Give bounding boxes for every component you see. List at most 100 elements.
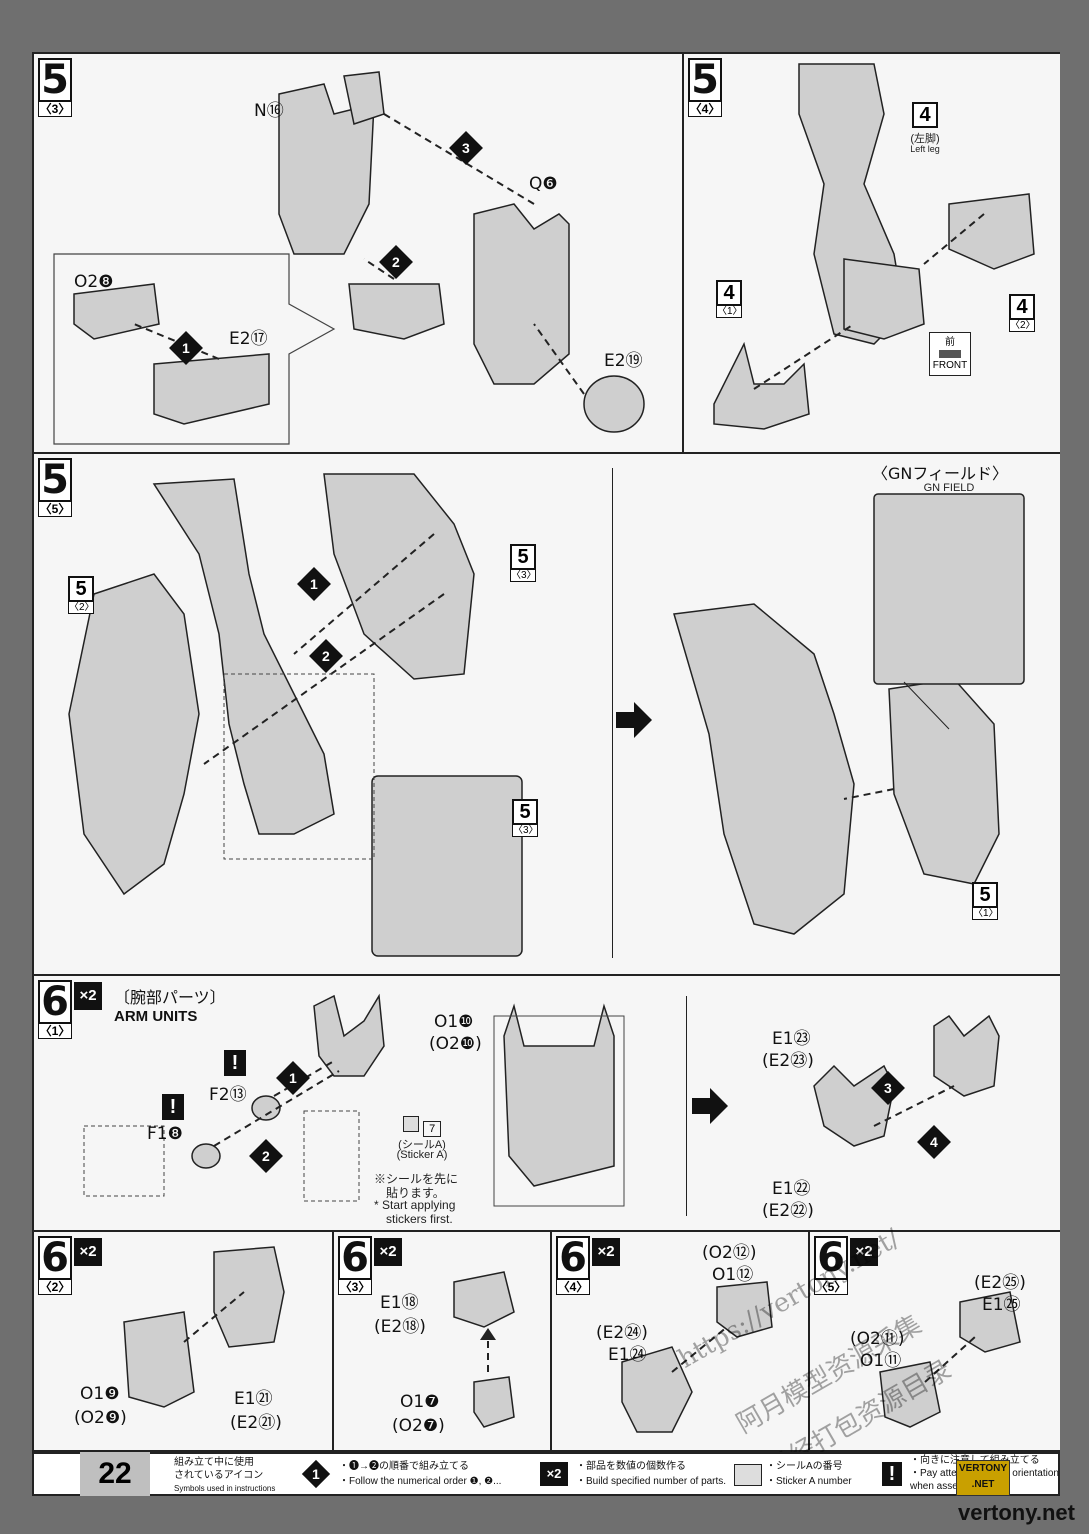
legend-x2-jp: ・部品を数値の個数作る <box>576 1461 686 1472</box>
part-illustration <box>879 1291 1021 1428</box>
part-label-o1-11: O1⑪ <box>860 1351 902 1371</box>
badge-5-2: 5〈2〉 <box>68 576 95 614</box>
x2-icon: ×2 <box>74 982 102 1010</box>
sticker-a-en: (Sticker A) <box>396 1149 448 1161</box>
part-illustration <box>123 1246 285 1408</box>
part-label-e1-23: E1㉓ <box>772 1029 811 1049</box>
step-5-3-panel: 5〈3〉 N⑯ Q❻ O2❽ E2⑰ E2⑲ 3 2 <box>34 54 684 454</box>
next-arrow-icon <box>692 1088 728 1124</box>
sticker-note-en-2: stickers first. <box>386 1212 453 1226</box>
divider <box>686 996 687 1216</box>
legend-x2-en: ・Build specified number of parts. <box>576 1476 727 1487</box>
step-badge: 6〈4〉 <box>556 1235 590 1295</box>
page-number: 22 <box>80 1452 150 1496</box>
sticker-note-jp-1: ※シールを先に <box>374 1172 459 1186</box>
badge-4-1: 4〈1〉 <box>716 280 743 318</box>
part-label-o2-8: O2❽ <box>74 272 114 292</box>
part-label-o2-12: (O2⑫) <box>702 1243 757 1263</box>
part-label-o1-9: O1❾ <box>80 1384 120 1404</box>
part-label-q6: Q❻ <box>529 174 558 194</box>
step-6-1-panel: 6〈1〉 ×2 〔腕部パーツ〕 ARM UNITS O1❿ (O2❿) <box>34 976 1060 1232</box>
sticker-note-en-1: * Start applying <box>374 1198 456 1212</box>
part-illustration <box>621 1281 773 1433</box>
arm-unit-illustration <box>83 993 1000 1207</box>
front-indicator-icon: 前 FRONT <box>929 332 971 376</box>
badge-4-2: 4〈2〉 <box>1009 294 1036 332</box>
part-label-f2-13: F2⑬ <box>209 1085 247 1105</box>
sticker-note-jp-2: 貼ります。 <box>386 1186 445 1200</box>
step-badge: 6〈2〉 <box>38 1235 72 1295</box>
badge-5-1: 5〈1〉 <box>972 882 999 920</box>
legend-order-jp: ・❶→❷の順番で組み立てる <box>339 1461 469 1472</box>
badge-5-3-a: 5〈3〉 <box>510 544 537 582</box>
vertony-logo: VERTONY.NET <box>956 1460 1010 1496</box>
step-badge: 6〈5〉 <box>814 1235 848 1295</box>
part-label-o2-10: (O2❿) <box>429 1034 482 1054</box>
part-label-e1-18: E1⑱ <box>380 1293 419 1313</box>
part-label-e2-19: E2⑲ <box>604 351 643 371</box>
step-5-4-panel: 5〈4〉 4 (左脚) Left leg 4〈1〉 4〈2〉 前 FRONT <box>684 54 1060 454</box>
x2-icon: ×2 <box>592 1238 620 1266</box>
part-label-o2-7: (O2❼) <box>392 1416 445 1436</box>
x2-icon: ×2 <box>374 1238 402 1266</box>
step-badge: 6〈3〉 <box>338 1235 372 1295</box>
x2-icon: ×2 <box>850 1238 878 1266</box>
assembly-illustration <box>53 71 645 445</box>
part-label-o1-7: O1❼ <box>400 1392 440 1412</box>
part-label-e2-24: (E2㉔) <box>596 1323 648 1343</box>
sticker-a-jp: (シールA) <box>398 1139 446 1151</box>
part-label-e2-25: (E2㉕) <box>974 1273 1026 1293</box>
next-arrow-icon <box>616 702 652 738</box>
legend-warn-en-2: when assembling. <box>910 1481 991 1492</box>
part-label-e2-21: (E2㉑) <box>230 1413 282 1433</box>
left-leg-jp: (左脚) <box>910 133 940 145</box>
legend-title-jp-1: 組み立て中に使用 <box>174 1457 254 1468</box>
part-label-e1-24: E1㉔ <box>608 1345 647 1365</box>
step-6-5-panel: 6〈5〉 ×2 (E2㉕) E1㉕ (O2⑪) O1⑪ <box>810 1232 1060 1450</box>
orientation-warning-icon: ! <box>162 1094 184 1120</box>
step-badge: 5〈4〉 <box>688 57 722 117</box>
part-label-e2-17: E2⑰ <box>229 329 268 349</box>
instruction-page: 5〈3〉 N⑯ Q❻ O2❽ E2⑰ E2⑲ 3 2 <box>32 52 1060 1485</box>
step-6-2-panel: 6〈2〉 ×2 O1❾ (O2❾) E1㉑ (E2㉑) <box>34 1232 334 1450</box>
part-label-e1-25: E1㉕ <box>982 1295 1021 1315</box>
step-badge: 6〈1〉 <box>38 979 72 1039</box>
part-label-o2-9: (O2❾) <box>74 1408 127 1428</box>
part-label-f1-8: F1❽ <box>147 1124 183 1144</box>
arm-units-title-en: ARM UNITS <box>114 1008 198 1025</box>
arm-units-title-jp: 〔腕部パーツ〕 <box>114 988 226 1007</box>
orientation-warning-icon: ! <box>882 1462 902 1486</box>
part-label-e1-22: E1㉒ <box>772 1179 811 1199</box>
step-badge: 5〈3〉 <box>38 57 72 117</box>
part-label-o1-12: O1⑫ <box>712 1265 754 1285</box>
legend-order-en: ・Follow the numerical order ❶, ❷... <box>339 1476 502 1487</box>
part-label-n16: N⑯ <box>254 101 284 121</box>
leg-illustration <box>713 63 1035 430</box>
part-label-o1-10: O1❿ <box>434 1012 474 1032</box>
legend-sticker-jp: ・シールAの番号 <box>766 1461 843 1472</box>
part-label-o2-11: (O2⑪) <box>850 1329 905 1349</box>
leg-shield-illustration <box>68 473 1025 957</box>
site-watermark: vertony.net <box>958 1500 1075 1525</box>
left-leg-badge: 4 <box>912 102 938 128</box>
part-label-e2-18: (E2⑱) <box>374 1317 426 1337</box>
gn-field-title-jp: 〈GNフィールド〉 <box>872 464 1009 483</box>
legend-title-en: Symbols used in instructions <box>174 1484 276 1493</box>
step-6-3-panel: 6〈3〉 ×2 E1⑱ (E2⑱) O1❼ (O2❼) <box>334 1232 552 1450</box>
divider <box>612 468 613 958</box>
orientation-warning-icon: ! <box>224 1050 246 1076</box>
x2-icon: ×2 <box>74 1238 102 1266</box>
part-label-e2-22: (E2㉒) <box>762 1201 814 1221</box>
symbol-legend-footer: 組み立て中に使用 されているアイコン Symbols used in instr… <box>32 1452 1060 1496</box>
step-badge: 5〈5〉 <box>38 457 72 517</box>
legend-sticker-en: ・Sticker A number <box>766 1476 852 1487</box>
badge-5-3-b: 5〈3〉 <box>512 799 539 837</box>
part-label-e2-23: (E2㉓) <box>762 1051 814 1071</box>
sticker-icon <box>734 1464 762 1486</box>
left-leg-en: Left leg <box>910 144 940 154</box>
gn-field-title-en: GN FIELD <box>923 482 975 494</box>
step-5-5-panel: 5〈5〉 5〈3〉 5〈2〉 5〈3〉 5〈1〉 1 2 <box>34 454 1060 976</box>
x2-icon: ×2 <box>540 1462 568 1486</box>
step-6-4-panel: 6〈4〉 ×2 (O2⑫) O1⑫ (E2㉔) E1㉔ <box>552 1232 810 1450</box>
sequence-icon: 1 <box>301 1459 331 1489</box>
